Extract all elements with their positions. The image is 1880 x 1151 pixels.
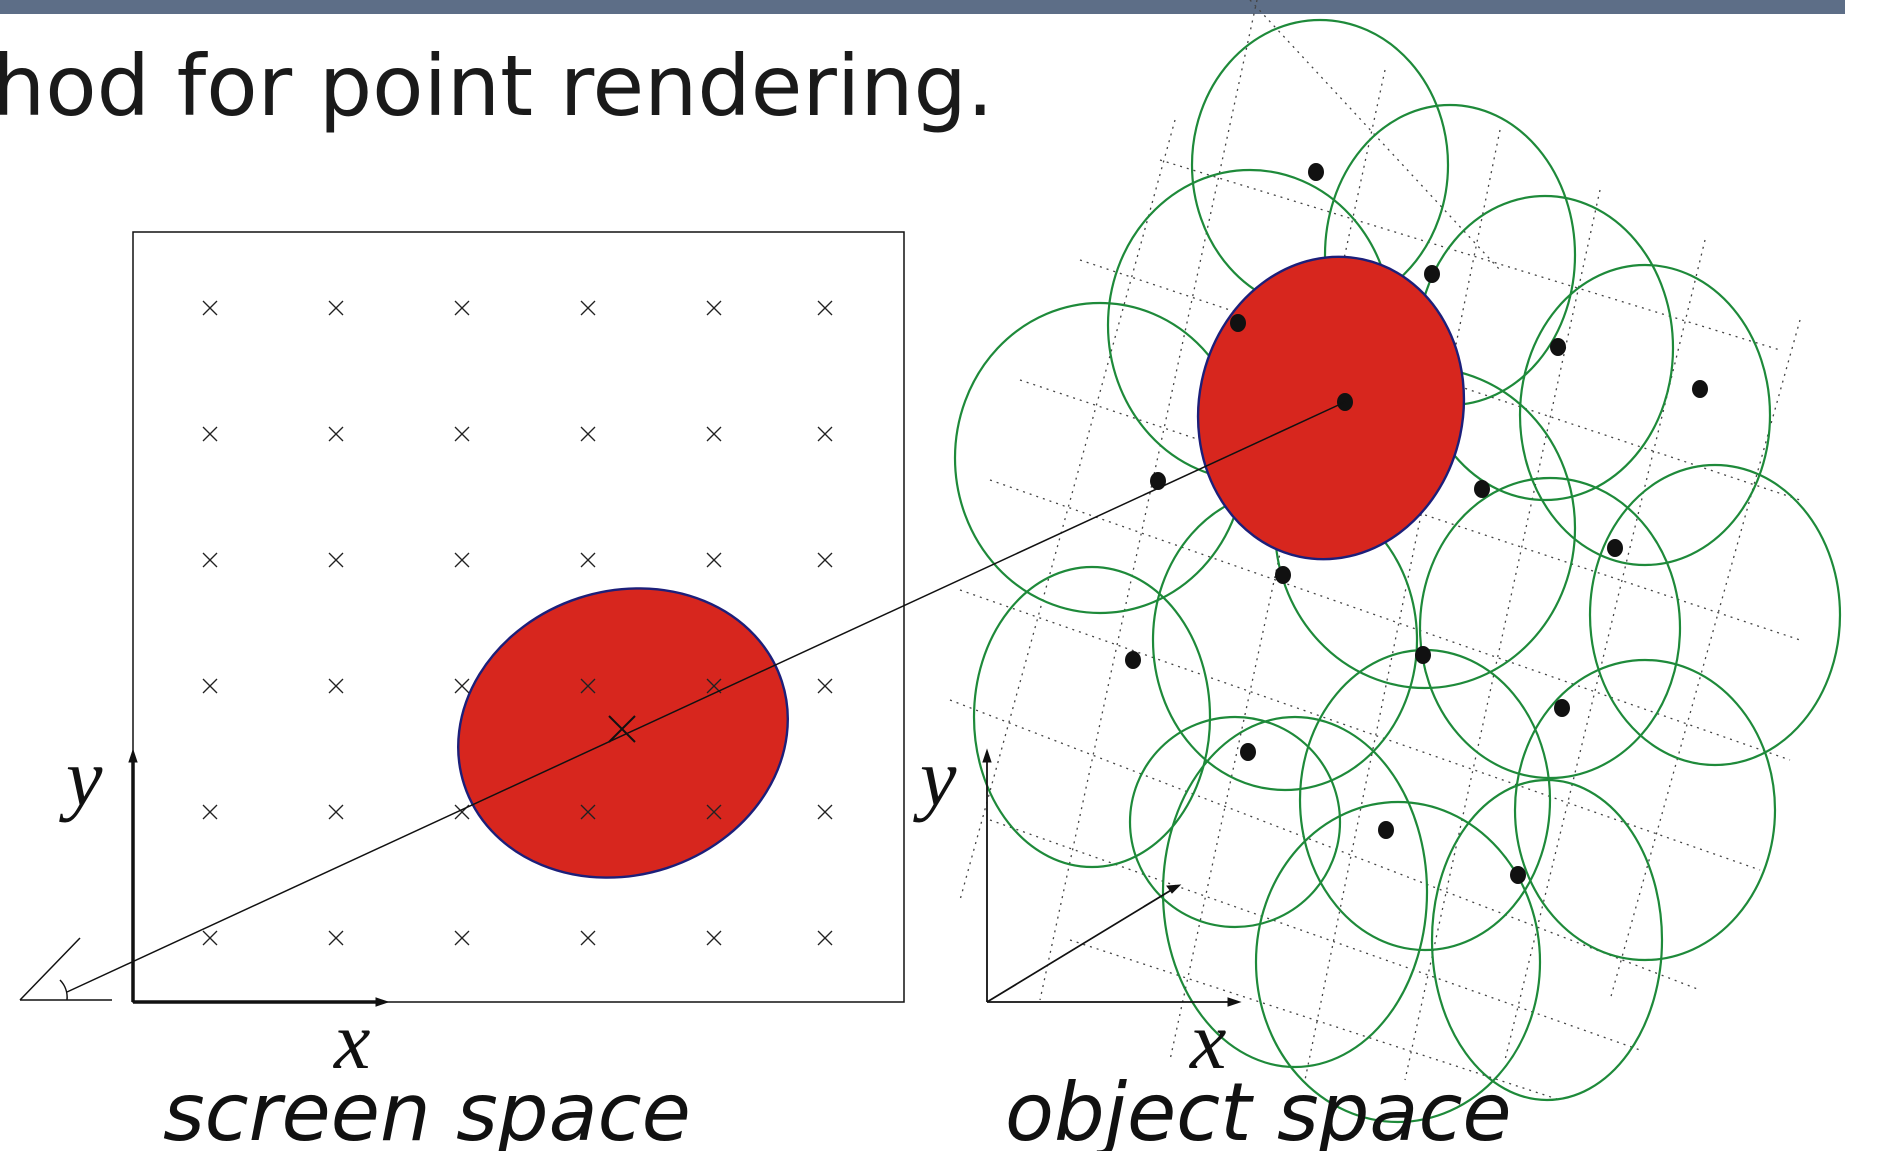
sample-cross-icon xyxy=(817,930,833,946)
object-space-dotted-grid xyxy=(949,0,1801,1101)
slide-top-bar xyxy=(0,0,1845,14)
sample-cross-icon xyxy=(454,552,470,568)
object-space-axes xyxy=(982,748,1242,1007)
sample-cross-icon xyxy=(817,678,833,694)
surfel-point xyxy=(1607,539,1623,557)
splat-center-cross xyxy=(608,715,636,743)
sample-cross-icon xyxy=(202,804,218,820)
surfel-point xyxy=(1554,699,1570,717)
sample-cross-icon xyxy=(580,300,596,316)
surfel-point xyxy=(1424,265,1440,283)
surfel-point xyxy=(1550,338,1566,356)
sample-cross-icon xyxy=(706,300,722,316)
sample-cross-icon xyxy=(202,300,218,316)
surfel-circle xyxy=(1588,463,1842,767)
eye-icon xyxy=(19,937,112,1001)
grid-line xyxy=(989,479,1791,761)
sample-cross-icon xyxy=(817,426,833,442)
screen-y-label: y xyxy=(59,732,103,823)
sample-cross-icon xyxy=(202,552,218,568)
sample-cross-icon xyxy=(202,678,218,694)
grid-line xyxy=(1404,189,1601,1081)
slide-title: hod for point rendering. xyxy=(0,37,994,135)
surfel-point xyxy=(1692,380,1708,398)
surfel-point xyxy=(1125,651,1141,669)
grid-line xyxy=(1504,239,1706,1061)
surfel-circle xyxy=(1418,476,1682,780)
object-space-caption: object space xyxy=(1005,1066,1512,1151)
sample-cross-icon xyxy=(454,426,470,442)
surfel-center-points xyxy=(1125,163,1708,884)
sample-cross-icon xyxy=(706,426,722,442)
surfel-point xyxy=(1150,472,1166,490)
surfel-point xyxy=(1378,821,1394,839)
object-x-label: x xyxy=(1189,995,1226,1086)
sample-cross-icon xyxy=(454,930,470,946)
projection-ray xyxy=(66,401,1346,993)
surfel-point xyxy=(1474,480,1490,498)
surfel-circles xyxy=(953,18,1842,1124)
object-y-label: y xyxy=(913,732,957,823)
sample-cross-icon xyxy=(202,930,218,946)
surfel-circle xyxy=(972,565,1212,869)
screen-space-axes xyxy=(128,748,390,1007)
grid-line xyxy=(949,699,1701,991)
grid-line xyxy=(1159,159,1781,351)
grid-line xyxy=(1039,0,1258,1001)
sample-cross-icon xyxy=(580,426,596,442)
sample-cross-icon xyxy=(817,552,833,568)
surfel-circle xyxy=(1254,800,1542,1124)
grid-line xyxy=(1609,319,1801,1001)
grid-line xyxy=(1304,129,1501,1081)
sample-cross-icon xyxy=(328,300,344,316)
surfel-point xyxy=(1230,314,1246,332)
screen-space-caption: screen space xyxy=(163,1066,691,1151)
screen-x-label: x xyxy=(333,995,370,1086)
sample-cross-icon xyxy=(328,678,344,694)
sample-cross-icon xyxy=(328,930,344,946)
sample-cross-icon xyxy=(580,552,596,568)
sample-cross-icon xyxy=(580,678,596,694)
surfel-point xyxy=(1415,646,1431,664)
sample-cross-icon xyxy=(706,804,722,820)
grid-line xyxy=(1169,69,1386,1061)
screen-space-splat xyxy=(457,587,789,879)
sample-cross-icon xyxy=(202,426,218,442)
grid-line xyxy=(959,119,1176,901)
screen-space-frame xyxy=(132,231,905,1003)
surfel-point xyxy=(1308,163,1324,181)
sample-cross-icon xyxy=(580,930,596,946)
sample-cross-icon xyxy=(454,300,470,316)
grid-line xyxy=(989,819,1641,1051)
surfel-circle xyxy=(1430,778,1664,1102)
surfel-point xyxy=(1275,566,1291,584)
sample-cross-icon xyxy=(706,930,722,946)
grid-line xyxy=(959,589,1761,871)
surfel-circle xyxy=(1128,715,1342,929)
grid-line xyxy=(1069,939,1561,1101)
surfel-circle xyxy=(1518,263,1772,567)
screen-sample-grid xyxy=(202,300,833,946)
surfel-point xyxy=(1510,866,1526,884)
sample-cross-icon xyxy=(328,426,344,442)
sample-cross-icon xyxy=(328,552,344,568)
surfel-circle xyxy=(1513,658,1777,962)
surfel-circle xyxy=(1161,715,1429,1069)
sample-cross-icon xyxy=(817,804,833,820)
surfel-point xyxy=(1240,743,1256,761)
sample-cross-icon xyxy=(328,804,344,820)
sample-cross-icon xyxy=(454,678,470,694)
sample-cross-icon xyxy=(817,300,833,316)
sample-cross-icon xyxy=(580,804,596,820)
sample-cross-icon xyxy=(706,552,722,568)
